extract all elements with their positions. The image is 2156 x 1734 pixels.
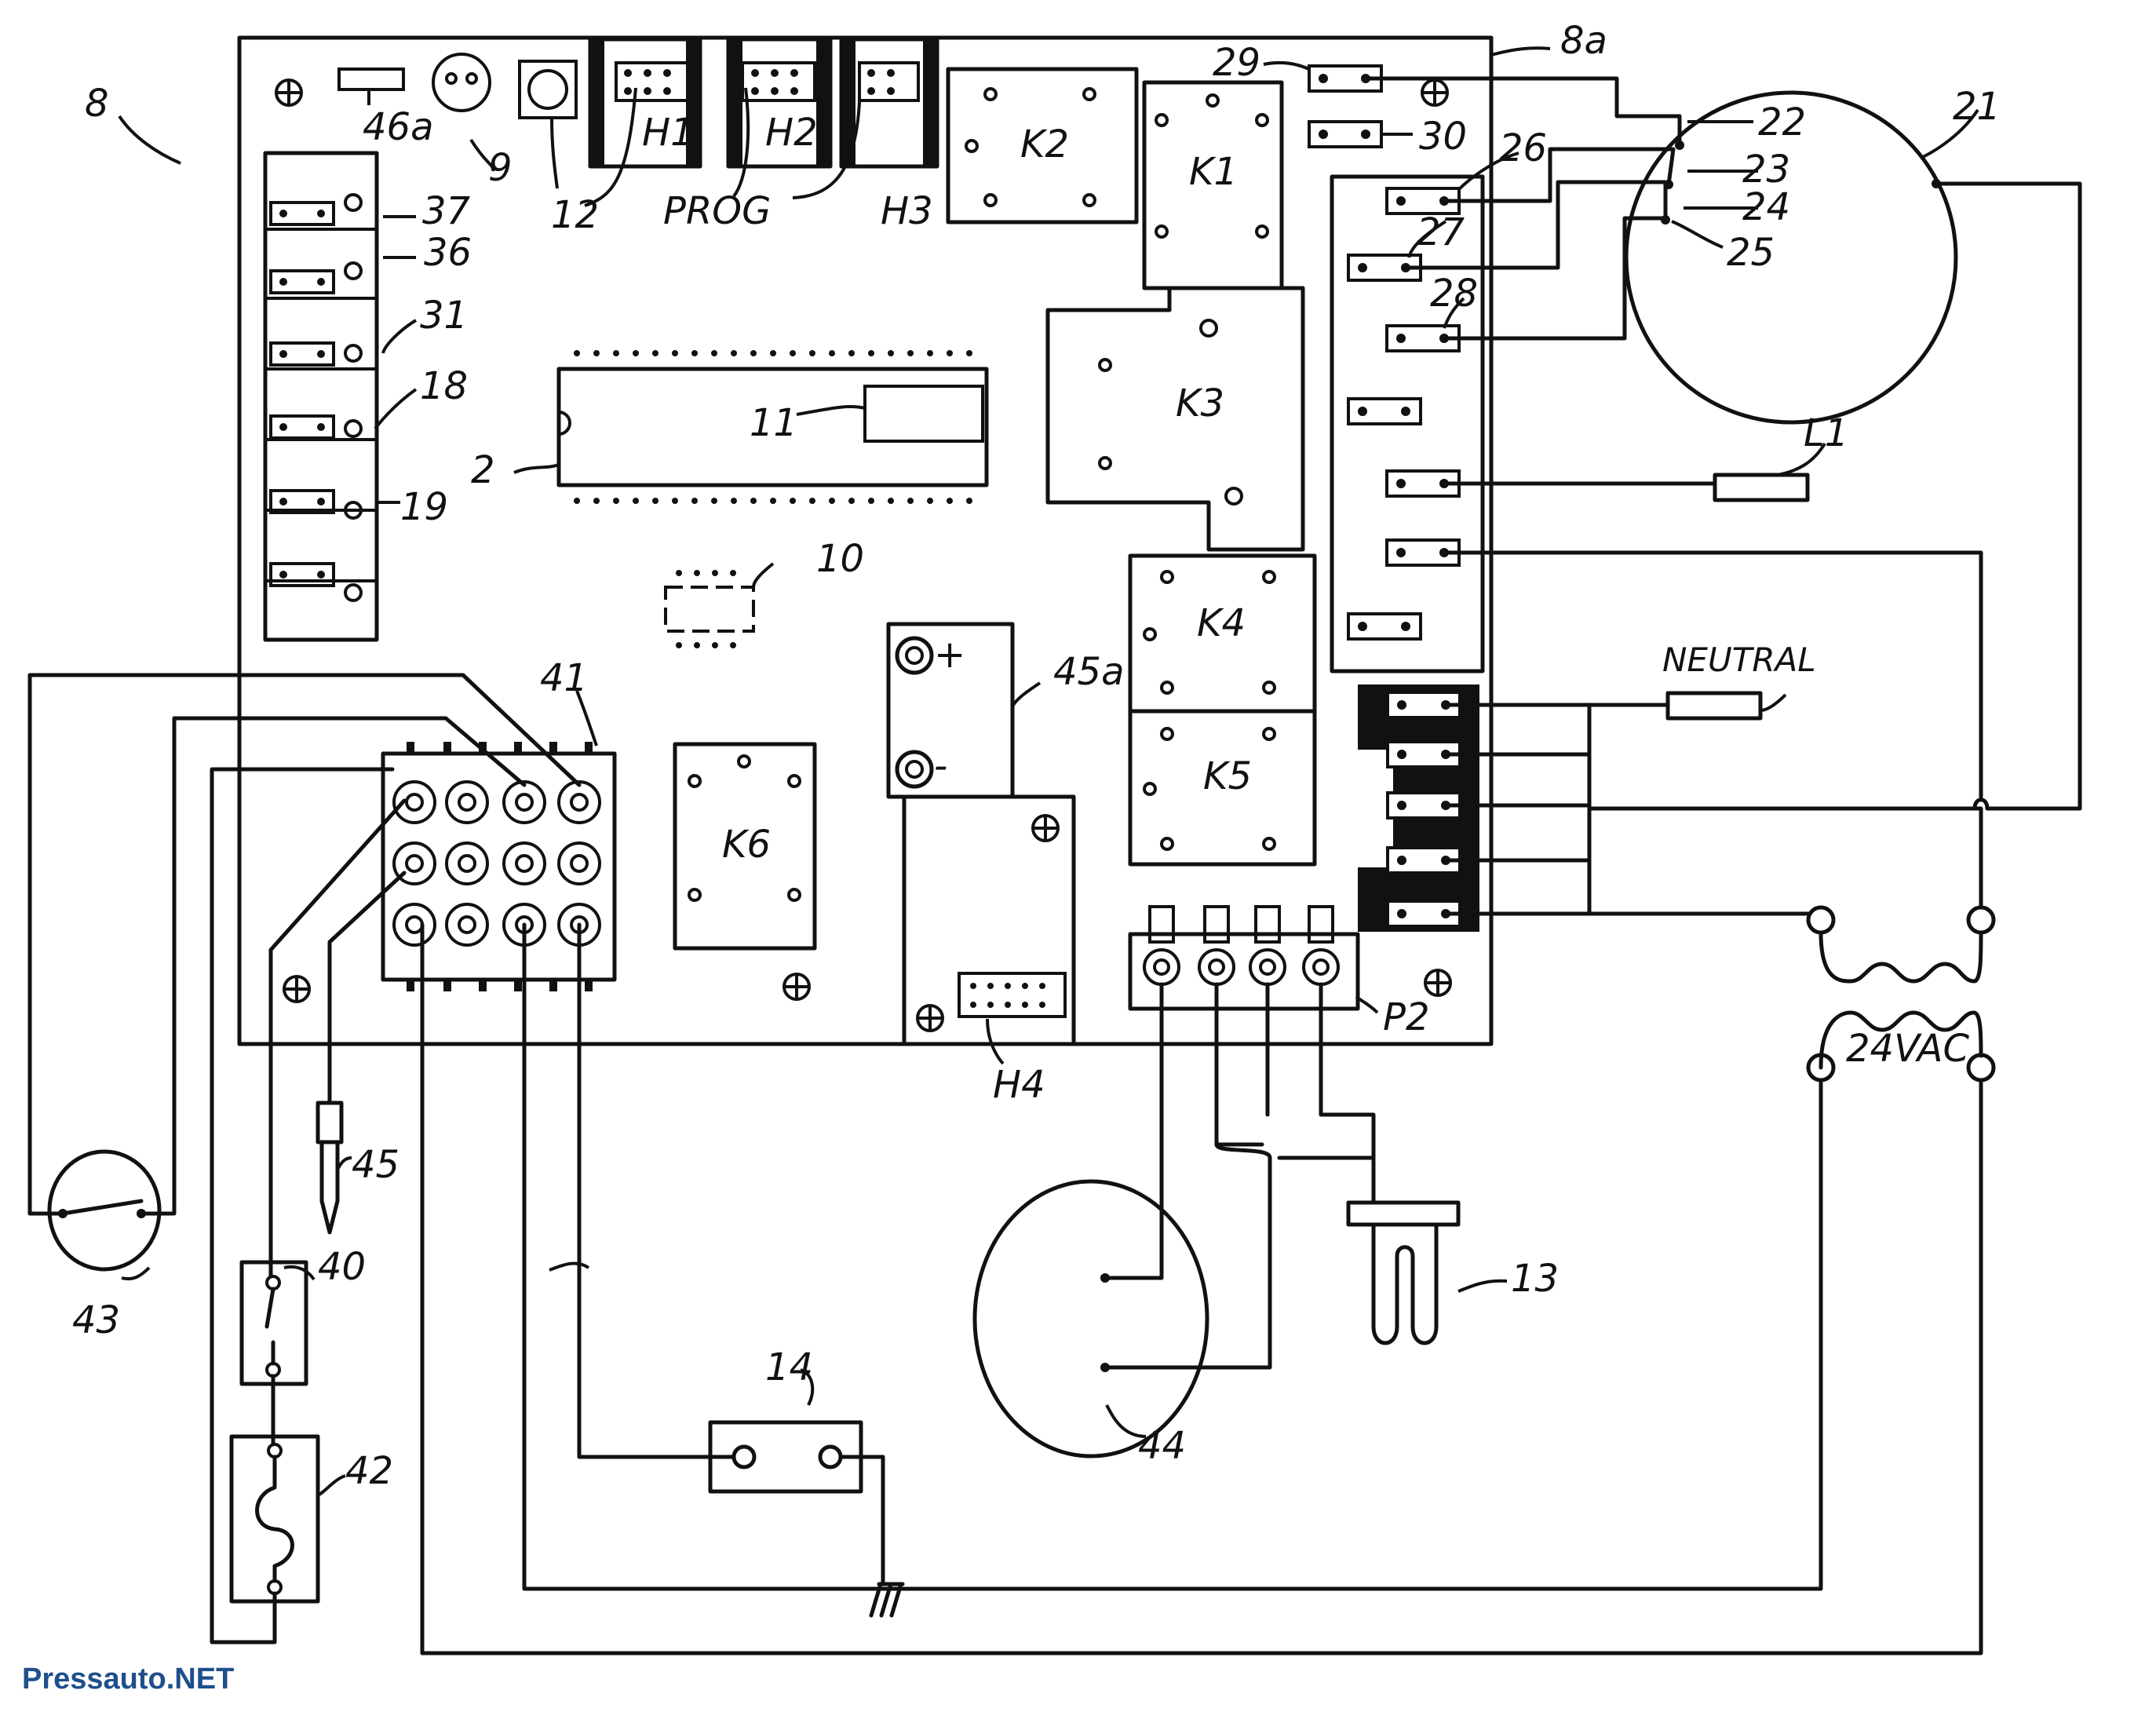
ic-pins: [574, 350, 972, 504]
label-prog-chip-11: 11: [750, 401, 797, 445]
label-lead-23: 23: [1742, 148, 1790, 192]
spade-30: [1308, 120, 1383, 148]
ground-symbol: [869, 1582, 905, 1618]
wires: [27, 76, 2082, 1656]
label-k6: K6: [722, 823, 771, 867]
label-fuse-42: 42: [345, 1449, 393, 1493]
label-t37: 37: [422, 189, 471, 233]
label-motor-44: 44: [1138, 1424, 1186, 1468]
relay-k6: [673, 742, 817, 951]
label-p2: P2: [1383, 995, 1429, 1039]
label-probe-45: 45: [352, 1143, 399, 1187]
connector-p2: [1128, 905, 1360, 1011]
label-prog: PROG: [663, 189, 771, 233]
microcontroller-2: [556, 350, 989, 504]
limit-40: [239, 1260, 308, 1386]
label-motor-21: 21: [1953, 85, 2001, 129]
label-cap-45a: 45a: [1053, 650, 1125, 694]
relay-k3: [1045, 286, 1305, 552]
label-spade-46a: 46a: [363, 105, 434, 149]
mounting-screw: [275, 78, 1452, 1032]
label-k2: K2: [1020, 122, 1069, 166]
relay-k2: [946, 67, 1139, 225]
label-k1: K1: [1189, 150, 1238, 194]
header-h2: [726, 37, 833, 169]
neutral-bus: [1358, 684, 1479, 932]
neutral-resistor: [1665, 691, 1763, 721]
label-l1: L1: [1804, 411, 1848, 455]
label-pot-12: 12: [551, 193, 599, 237]
label-connector-41: 41: [540, 656, 588, 700]
label-neutral: NEUTRAL: [1662, 641, 1816, 679]
label-component-14: 14: [765, 1345, 813, 1389]
label-leaders: [118, 46, 1979, 1497]
label-t36: 36: [424, 231, 472, 275]
label-k3: K3: [1176, 381, 1224, 425]
label-t31: 31: [420, 294, 468, 338]
chip-10: [664, 570, 755, 648]
label-board-outline: 8a: [1560, 19, 1607, 63]
label-lead-22: 22: [1758, 100, 1806, 144]
switch-43: [47, 1149, 162, 1272]
label-spade-27: 27: [1417, 210, 1465, 254]
label-h3: H3: [881, 189, 933, 233]
label-board: 8: [85, 82, 109, 126]
label-t18: 18: [420, 364, 468, 408]
l1-resistor: [1713, 473, 1810, 502]
label-switch-43: 43: [72, 1298, 120, 1342]
label-h2: H2: [765, 111, 818, 155]
header-h3: [839, 37, 939, 169]
label-lead-25: 25: [1727, 231, 1775, 275]
label-h4: H4: [993, 1063, 1045, 1107]
label-chip-10: 10: [816, 537, 864, 581]
igniter-13: [1346, 1200, 1461, 1345]
label-minus: -: [934, 744, 947, 788]
label-igniter-13: 13: [1511, 1257, 1559, 1301]
label-spade-26: 26: [1499, 126, 1547, 170]
watermark: Pressauto.NET: [22, 1663, 235, 1696]
label-lead-24: 24: [1742, 185, 1790, 229]
potentiometer-12: [518, 60, 578, 119]
header-h1: [588, 37, 702, 169]
label-microcontroller-2: 2: [471, 448, 495, 492]
label-k5: K5: [1203, 754, 1252, 798]
left-terminal-strip: [263, 151, 379, 642]
motor-44: [972, 1179, 1209, 1458]
label-flame-sensor-9: 9: [488, 146, 513, 190]
label-spade-28: 28: [1430, 272, 1478, 316]
label-t19: 19: [400, 485, 448, 529]
h4-section: [902, 794, 1076, 1045]
label-limit-40: 40: [318, 1245, 366, 1289]
label-plus: +: [934, 633, 965, 677]
label-spade-30: 30: [1419, 115, 1467, 159]
label-h1: H1: [642, 111, 695, 155]
label-spade-29: 29: [1213, 41, 1260, 85]
label-24vac: 24VAC: [1846, 1027, 1969, 1071]
spade-46a: [337, 68, 405, 105]
labels: 8 8a 29 30 26 27 28 22 23 24 25 21 L1 NE…: [72, 19, 2001, 1493]
label-k4: K4: [1197, 601, 1246, 645]
relay-k5: [1128, 709, 1317, 867]
fuse-42: [229, 1434, 320, 1604]
flame-sensor-9: [432, 53, 491, 112]
